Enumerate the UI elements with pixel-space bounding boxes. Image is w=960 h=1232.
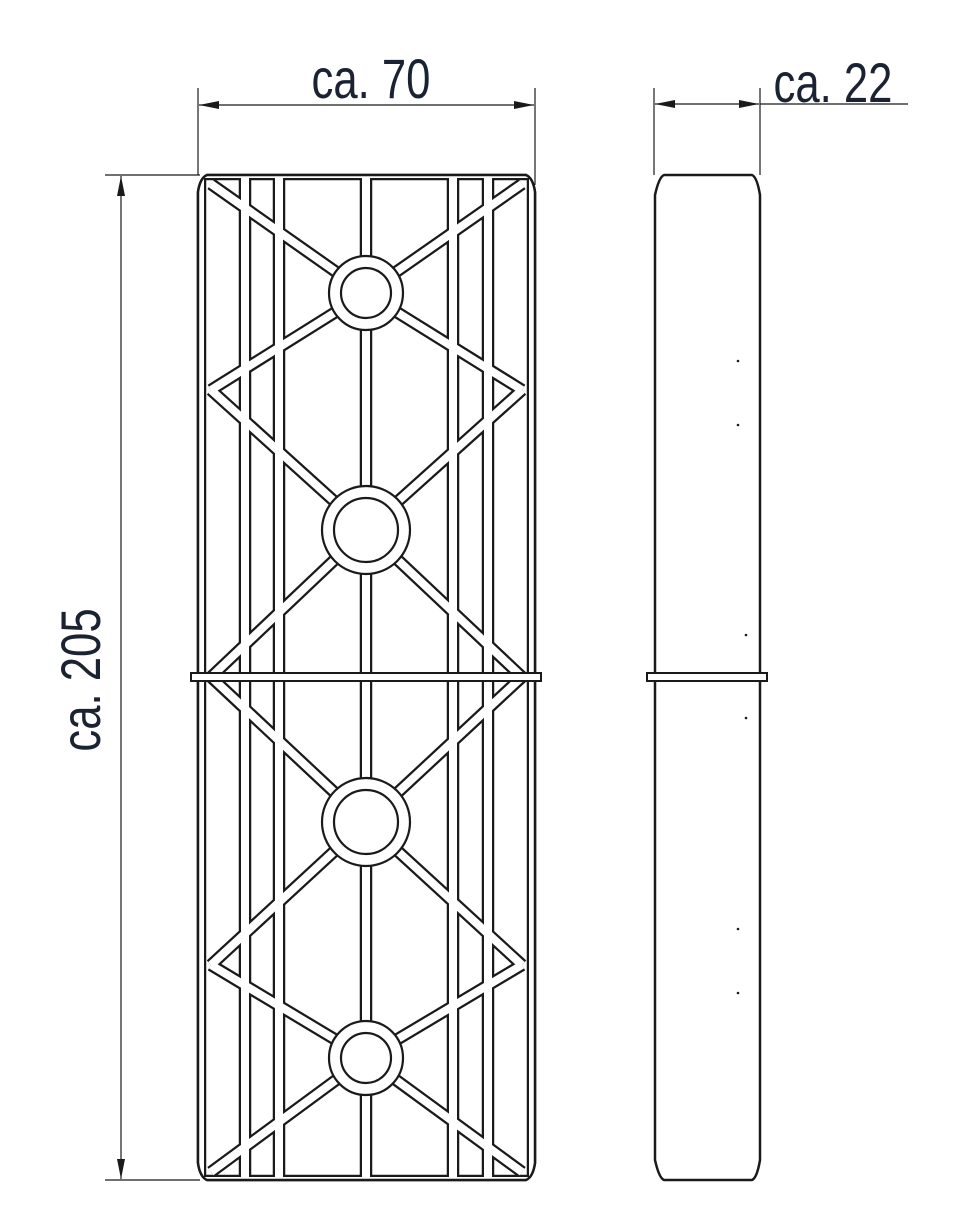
height-dimension-label: ca. 205 <box>50 608 112 751</box>
plate-outline-top <box>196 173 537 1182</box>
side-marks <box>736 359 748 995</box>
mounting-hole <box>339 266 393 320</box>
dimension-lines <box>105 88 908 1181</box>
mounting-hole <box>339 1031 393 1085</box>
mounting-hole <box>332 496 400 564</box>
width-dimension-label: ca. 70 <box>312 48 431 110</box>
depth-dimension-label: ca. 22 <box>774 52 893 114</box>
side-view <box>646 173 768 1182</box>
front-view <box>190 173 542 1182</box>
mounting-hole <box>332 788 400 856</box>
split-bar <box>190 672 542 682</box>
side-split-bar <box>646 672 768 682</box>
